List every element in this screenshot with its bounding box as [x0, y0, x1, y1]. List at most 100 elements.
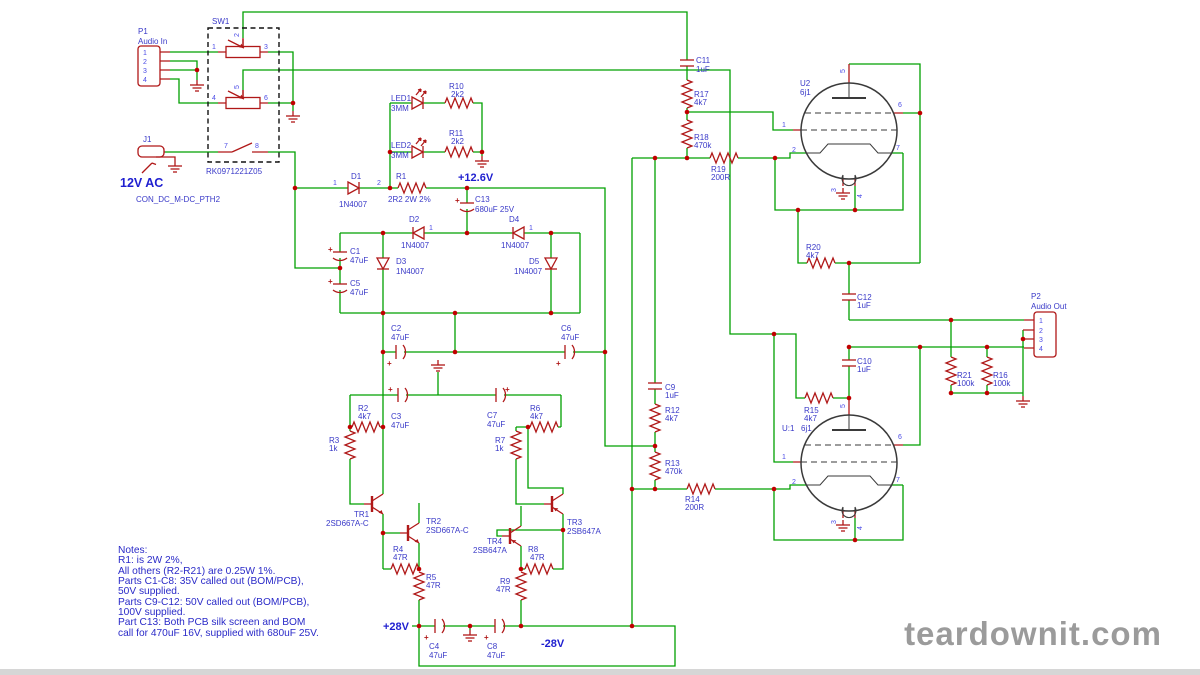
label-U1-ref: U:1: [782, 424, 795, 433]
label-D3-value: 1N4007: [396, 267, 425, 276]
label-TR4-value: 2SB647A: [473, 546, 507, 555]
resistor-R13: [649, 451, 661, 481]
u2-pin-7: 7: [896, 145, 900, 152]
label-C3-value: 47uF: [391, 421, 409, 430]
label-R2-value: 4k7: [358, 412, 371, 421]
label-SW1-value: RK0971221Z05: [206, 167, 263, 176]
label-R20-value: 4k7: [806, 251, 819, 260]
label-R3-ref: R3: [329, 436, 340, 445]
label-D5-ref: D5: [529, 257, 540, 266]
label-C6-value: 47uF: [561, 333, 579, 342]
label-R18-value: 470k: [694, 141, 712, 150]
plus-mark: +: [424, 633, 429, 642]
connector-stubs: [160, 38, 1034, 518]
diode-D4: [512, 226, 525, 240]
label-C11-value: 1uF: [696, 65, 710, 74]
ground-symbol: [835, 187, 851, 200]
resistor-R18: [681, 119, 693, 149]
label-R11-value: 2k2: [451, 137, 464, 146]
label-C5-value: 47uF: [350, 288, 368, 297]
label-R13-value: 470k: [665, 467, 683, 476]
label-C12-ref: C12: [857, 293, 872, 302]
label-C3-ref: C3: [391, 412, 402, 421]
plus-mark: +: [328, 245, 333, 254]
label-C1-value: 47uF: [350, 256, 368, 265]
resistor-R11: [444, 146, 474, 158]
plus-mark: +: [388, 385, 393, 394]
label-R12-value: 4k7: [665, 414, 678, 423]
sw1-pin-8: 8: [255, 143, 259, 150]
label-R18-ref: R18: [694, 133, 709, 142]
label-R15-value: 4k7: [804, 414, 817, 423]
net-n28: -28V: [541, 638, 565, 650]
label-R19-ref: R19: [711, 165, 726, 174]
label-SW1-ref: SW1: [212, 17, 230, 26]
label-P2-value: Audio Out: [1031, 302, 1067, 311]
label-R16-value: 100k: [993, 379, 1011, 388]
p1-pin-1: 1: [143, 50, 147, 57]
label-C9-value: 1uF: [665, 391, 679, 400]
net-12v6: +12.6V: [458, 172, 494, 184]
label-C1-ref: C1: [350, 247, 361, 256]
label-D4-value: 1N4007: [501, 241, 530, 250]
label-R6-value: 4k7: [530, 412, 543, 421]
plus-mark: +: [505, 385, 510, 394]
label-D1-ref: D1: [351, 172, 362, 181]
note-line: Parts C1-C8: 35V called out (BOM/PCB),: [118, 576, 304, 587]
label-C9-ref: C9: [665, 383, 676, 392]
label-D2-value: 1N4007: [401, 241, 430, 250]
sw1-pin-5: 5: [234, 85, 241, 89]
capacitor-C12: [841, 293, 857, 301]
resistor-R19: [709, 152, 739, 164]
label-R5-value: 47R: [426, 581, 441, 590]
label-R7-value: 1k: [495, 444, 504, 453]
u1-pin-1: 1: [782, 454, 786, 461]
label-R14-value: 200R: [685, 503, 704, 512]
label-C10-value: 1uF: [857, 365, 871, 374]
label-R8-ref: R8: [528, 545, 539, 554]
label-C7-ref: C7: [487, 411, 498, 420]
label-TR2-ref: TR2: [426, 517, 442, 526]
label-LED1-ref: LED1: [391, 94, 412, 103]
plus-mark: +: [328, 277, 333, 286]
label-R7-ref: R7: [495, 436, 506, 445]
label-R4-value: 47R: [393, 553, 408, 562]
label-P1-value: Audio In: [138, 37, 167, 46]
label-C13-value: 680uF 25V: [475, 205, 515, 214]
note-line: Parts C9-C12: 50V called out (BOM/PCB),: [118, 597, 309, 608]
u2-pin-4: 4: [857, 194, 864, 198]
label-R17-value: 4k7: [694, 98, 707, 107]
label-R21-ref: R21: [957, 371, 972, 380]
note-line: Notes:: [118, 545, 147, 556]
label-layer: P1 Audio In 1 2 3 4 P2 Audio Out 1 2 3 4…: [118, 17, 1161, 660]
u1-pin-5: 5: [840, 404, 847, 408]
symbol-layer: [137, 38, 1057, 642]
label-LED2-value: 3MM: [391, 151, 409, 160]
label-LED1-value: 3MM: [391, 104, 409, 113]
diode-D3: [376, 257, 390, 270]
ground-symbol: [835, 519, 851, 532]
label-R14-ref: R14: [685, 495, 700, 504]
p2-pin-2: 2: [1039, 328, 1043, 335]
label-R21-value: 100k: [957, 379, 975, 388]
u2-pin-3: 3: [831, 188, 838, 192]
sw1-pin-2: 2: [234, 33, 241, 37]
resistor-R10: [444, 97, 474, 109]
d1-pin-2: 2: [377, 180, 381, 187]
note-line: call for 470uF 16V, supplied with 680uF …: [118, 628, 319, 639]
resistor-R5: [413, 571, 425, 601]
label-R11-ref: R11: [449, 129, 464, 138]
u2-pin-5: 5: [840, 69, 847, 73]
resistor-R9: [515, 571, 527, 601]
label-R10-value: 2k2: [451, 90, 464, 99]
transistor-TR2: [398, 521, 421, 545]
label-R15-ref: R15: [804, 406, 819, 415]
capacitor-C9: [647, 382, 663, 390]
label-D3-ref: D3: [396, 257, 407, 266]
label-R4-ref: R4: [393, 545, 404, 554]
junction-dots: [194, 67, 1026, 629]
sw1-outline: [207, 27, 280, 163]
led-LED2: [411, 137, 427, 159]
label-TR2-value: 2SD667A-C: [426, 526, 469, 535]
